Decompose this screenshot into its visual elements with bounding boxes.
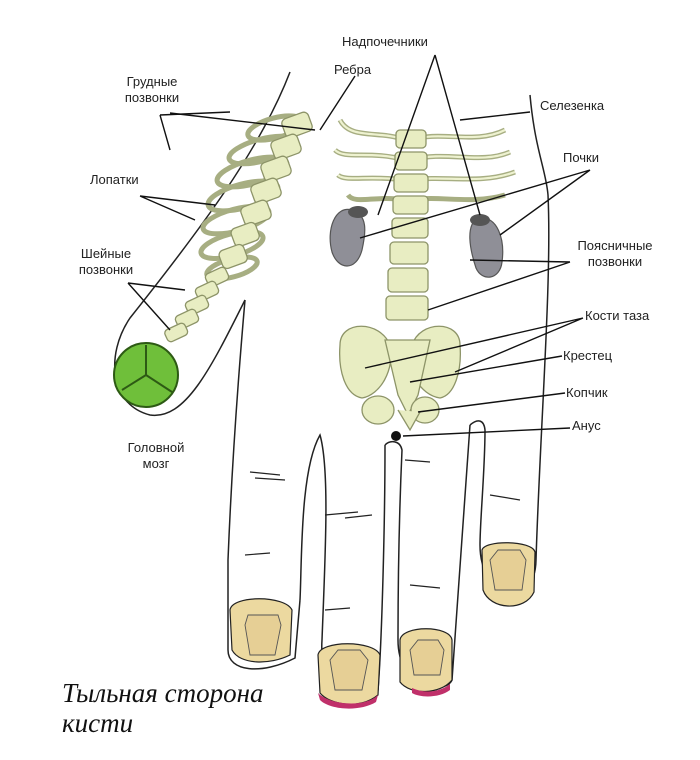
label-cervical-line1: Шейные — [80, 246, 132, 261]
ring-fingertip — [399, 628, 453, 697]
finger-creases — [244, 459, 521, 611]
label-cervical-line2: позвонки — [78, 262, 134, 277]
palm-spine — [385, 129, 429, 321]
label-lumbar-line2: позвонки — [587, 254, 643, 269]
label-lumbar: Поясничные позвонки — [565, 238, 665, 270]
pelvis — [339, 325, 461, 432]
middle-fingertip — [317, 643, 381, 709]
label-scapulae: Лопатки — [90, 172, 139, 187]
label-adrenals: Надпочечники — [342, 34, 428, 49]
leader-lines — [127, 54, 591, 437]
caption-line2: кисти — [62, 708, 134, 738]
label-thoracic-line1: Грудные — [126, 74, 178, 89]
label-kidneys: Почки — [563, 150, 600, 165]
label-thoracic-line2: позвонки — [124, 90, 180, 105]
label-thoracic: Грудные позвонки — [112, 74, 192, 106]
label-brain-line1: Головной — [127, 440, 185, 455]
label-brain: Головной мозг — [116, 440, 196, 472]
kidney-right-icon — [469, 214, 504, 278]
label-spleen: Селезенка — [540, 98, 605, 113]
label-lumbar-line1: Поясничные — [577, 238, 653, 253]
caption-line1: Тыльная сторона — [62, 678, 264, 708]
caption: Тыльная сторона кисти — [62, 678, 263, 738]
little-fingertip — [481, 542, 536, 607]
label-cervical: Шейные позвонки — [66, 246, 146, 278]
thumb-vertebrae — [164, 111, 313, 343]
anus-dot — [391, 431, 401, 441]
label-sacrum: Крестец — [563, 348, 613, 363]
label-coccyx: Копчик — [566, 385, 608, 400]
brain-icon — [113, 342, 179, 408]
label-ribs: Ребра — [334, 62, 372, 77]
label-anus: Анус — [572, 418, 601, 433]
label-brain-line2: мозг — [142, 456, 170, 471]
kidney-left-icon — [329, 206, 368, 267]
label-pelvis: Кости таза — [585, 308, 650, 323]
index-fingertip — [229, 598, 293, 663]
hand-outline — [113, 71, 550, 698]
